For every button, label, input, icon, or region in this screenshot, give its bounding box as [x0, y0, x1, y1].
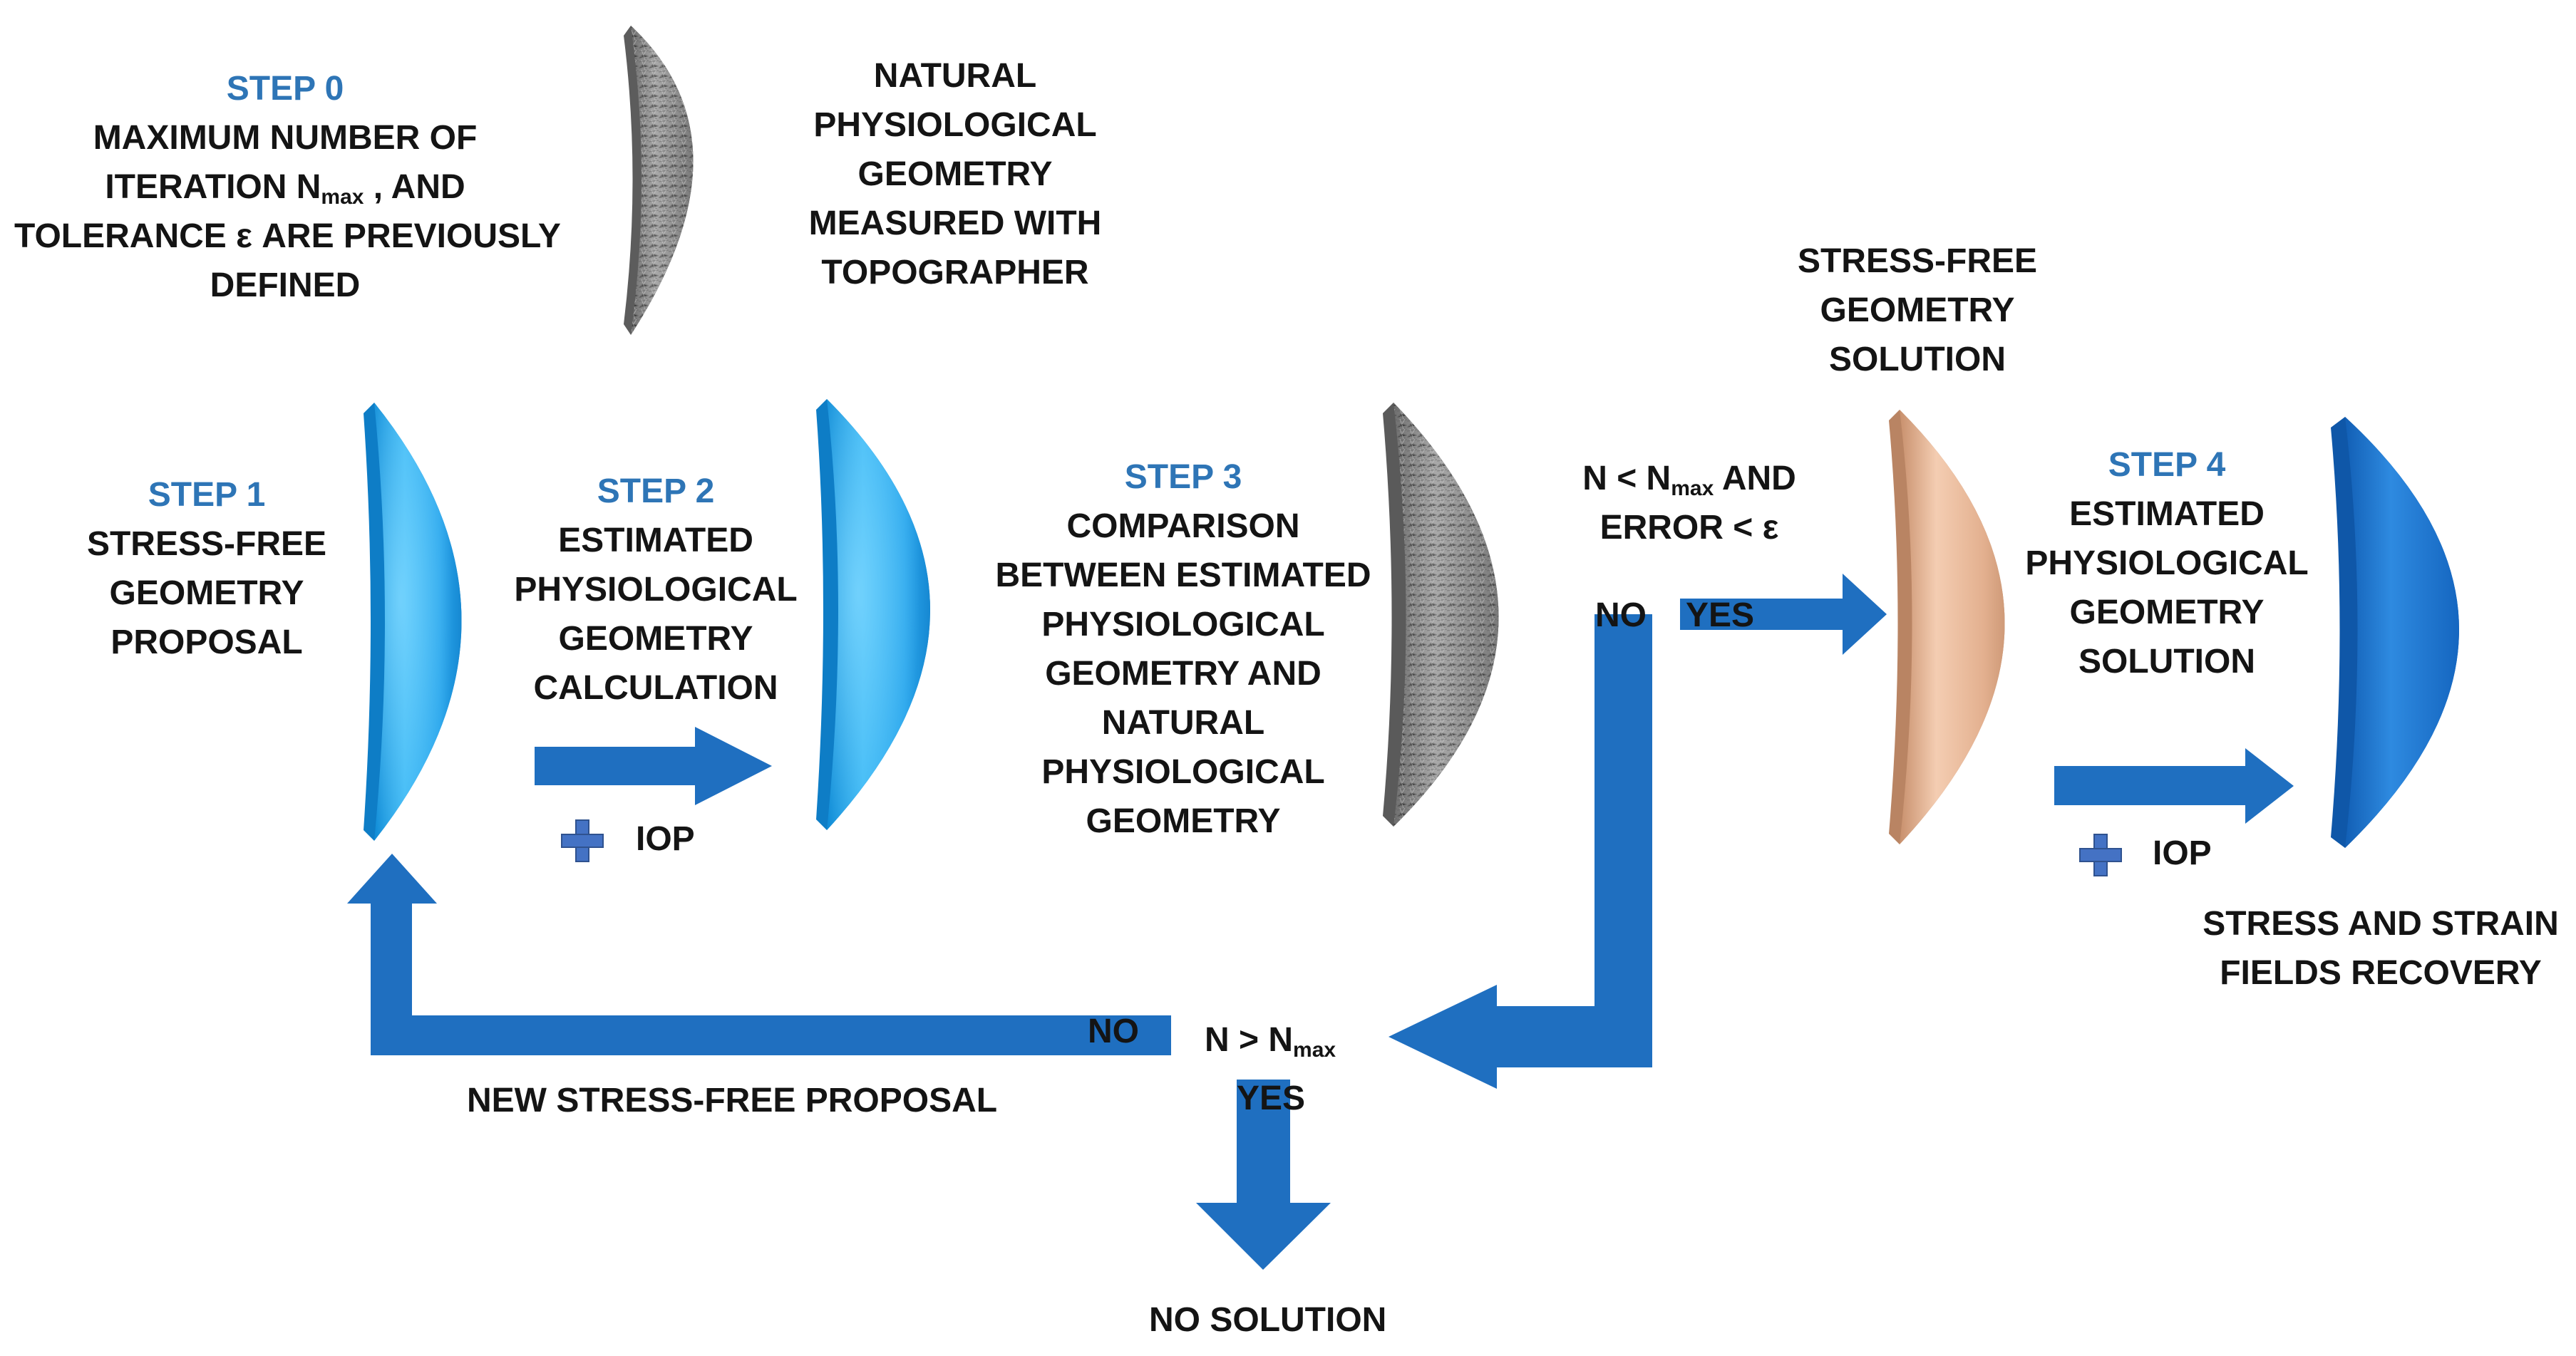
condition2-yes-label: YES: [1237, 1080, 1306, 1117]
arrows: [347, 574, 2294, 1270]
step3-title: STEP 3: [1124, 458, 1242, 496]
step2-block: STEP 2 ESTIMATED PHYSIOLOGICAL GEOMETRY …: [513, 467, 798, 713]
cornea-shell-stress-free-solution: [1889, 410, 2005, 844]
cornea-shell-comparison: [1383, 403, 1499, 827]
arrow-step1-to-step2: [535, 727, 772, 805]
condition2-no-label: NO: [1088, 1013, 1139, 1050]
step2-title: STEP 2: [597, 472, 715, 510]
step0-title: STEP 0: [226, 70, 344, 108]
step1-block: STEP 1 STRESS-FREE GEOMETRY PROPOSAL: [71, 470, 342, 667]
step3-block: STEP 3 COMPARISON BETWEEN ESTIMATED PHYS…: [984, 452, 1383, 846]
recovery-label: STRESS AND STRAIN FIELDS RECOVERY: [2203, 905, 2559, 992]
condition2-label: N > Nmax: [1205, 1021, 1336, 1062]
arrow-yes-branch: [1680, 574, 1887, 655]
step4-block: STEP 4 ESTIMATED PHYSIOLOGICAL GEOMETRY …: [2017, 440, 2317, 686]
iop-label-step2: IOP: [636, 820, 695, 858]
cornea-shell-estimated: [816, 399, 930, 830]
arrow-step4: [2054, 748, 2294, 824]
step4-title: STEP 4: [2108, 446, 2226, 484]
arrow-no-branch-down: [1389, 614, 1652, 1089]
step0-line1: MAXIMUM NUMBER OF: [93, 119, 478, 157]
no-solution-label: NO SOLUTION: [1149, 1301, 1387, 1339]
step1-title: STEP 1: [148, 476, 266, 514]
step0-line4: DEFINED: [210, 266, 361, 304]
step0-block: STEP 0 MAXIMUM NUMBER OF ITERATION Nmax …: [14, 64, 561, 310]
arrow-no-solution: [1196, 1080, 1331, 1270]
cornea-shell-physiological-solution: [2331, 417, 2459, 848]
condition1-no-label: NO: [1595, 596, 1647, 634]
cornea-shell-stress-free-proposal: [364, 403, 462, 841]
new-proposal-label: NEW STRESS-FREE PROPOSAL: [467, 1082, 998, 1119]
natural-geometry-label: NATURAL PHYSIOLOGICAL GEOMETRY MEASURED …: [808, 57, 1102, 291]
condition-error-check: N < Nmax AND ERROR < ε: [1582, 460, 1796, 547]
step0-line3: TOLERANCE ε ARE PREVIOUSLY: [14, 217, 561, 255]
arrow-feedback-loop: [347, 854, 1171, 1055]
condition1-yes-label: YES: [1686, 596, 1755, 634]
step0-line2: ITERATION Nmax , AND: [105, 168, 465, 209]
plus-icon: [2079, 834, 2122, 876]
stress-free-solution-label: STRESS-FREE GEOMETRY SOLUTION: [1797, 242, 2038, 378]
iop-label-step4: IOP: [2153, 834, 2212, 872]
cornea-shell-natural: [624, 26, 694, 335]
plus-icon: [561, 819, 604, 862]
